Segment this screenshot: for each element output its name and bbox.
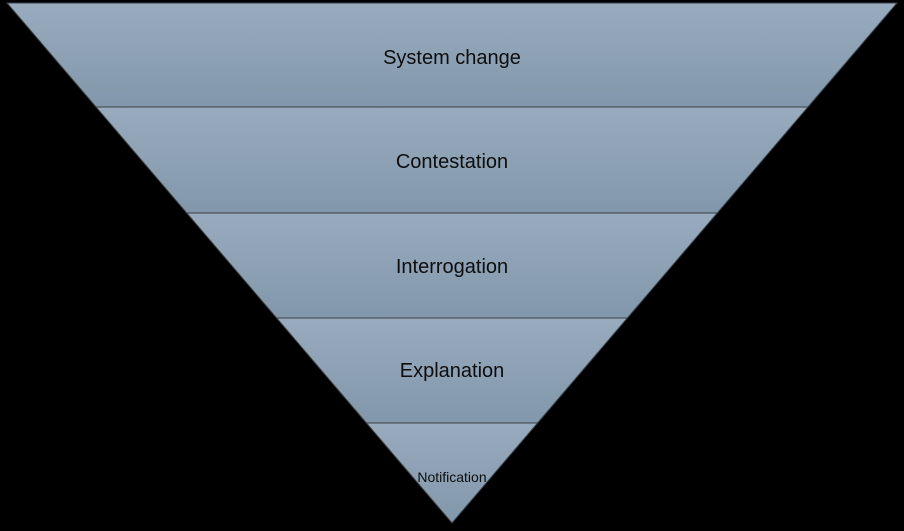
funnel-level-1-label: System change [383, 47, 521, 69]
funnel-level-5-shape [365, 422, 539, 524]
funnel-level-2-label: Contestation [396, 151, 508, 173]
funnel-level-3-label: Interrogation [396, 256, 508, 278]
funnel-level-5-label: Notification [417, 469, 486, 485]
funnel-level-4-label: Explanation [400, 360, 505, 382]
